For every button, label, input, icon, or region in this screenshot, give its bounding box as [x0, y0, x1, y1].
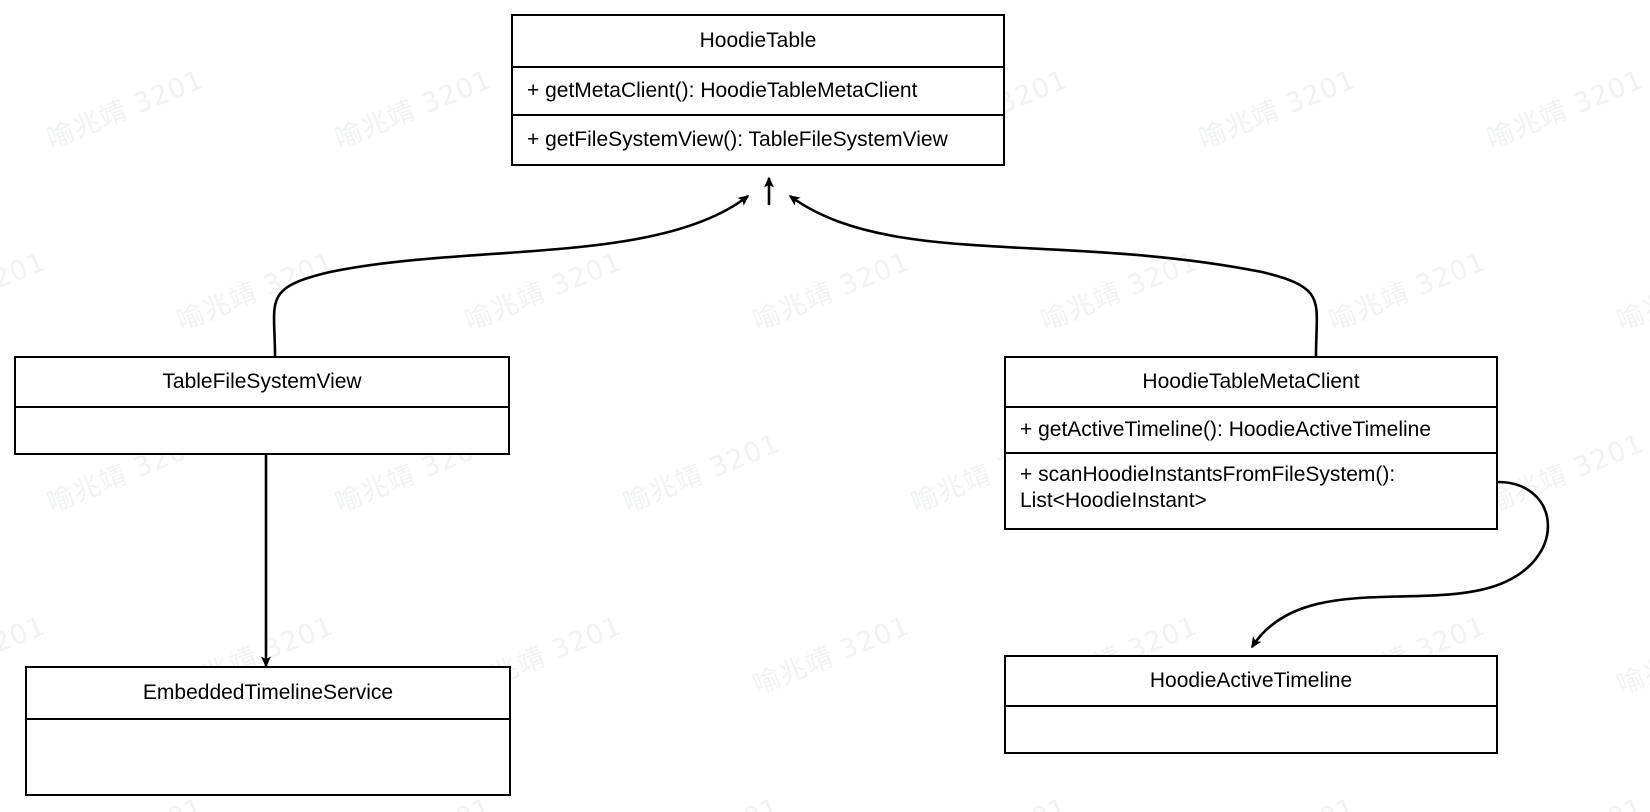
class-name-table-file-system-view: TableFileSystemView [16, 358, 508, 408]
watermark-text: 喻兆靖 3201 [748, 246, 915, 338]
watermark-text: 喻兆靖 3201 [1324, 246, 1491, 338]
class-box-embedded-timeline-service[interactable]: EmbeddedTimelineService [25, 666, 511, 796]
class-name-hoodie-table: HoodieTable [513, 16, 1003, 68]
watermark-text: 喻兆靖 3201 [460, 246, 627, 338]
class-name-hoodie-active-timeline: HoodieActiveTimeline [1006, 657, 1496, 707]
watermark-text: 喻兆靖 3201 [1036, 246, 1203, 338]
class-name-embedded-timeline-service: EmbeddedTimelineService [27, 668, 509, 720]
watermark-text: 喻兆靖 3201 [1192, 786, 1361, 812]
watermark-text: 喻兆靖 3201 [616, 786, 785, 812]
class-method-hoodie-table-0: + getMetaClient(): HoodieTableMetaClient [513, 68, 1003, 116]
class-name-hoodie-table-meta-client: HoodieTableMetaClient [1006, 358, 1496, 408]
connector-hoodietablemetaclient-to-hoodietable [788, 194, 1319, 357]
watermark-text: 喻兆靖 3201 [1612, 610, 1650, 702]
watermark-text: 喻兆靖 3201 [748, 610, 915, 702]
connector-tablefilesystemview-to-hoodietable [272, 194, 750, 357]
watermark-text: 喻兆靖 3201 [1482, 428, 1649, 520]
class-method-hoodie-table-meta-client-0: + getActiveTimeline(): HoodieActiveTimel… [1006, 408, 1496, 454]
class-compartment-embedded-timeline-service-empty [27, 720, 509, 795]
class-box-hoodie-active-timeline[interactable]: HoodieActiveTimeline [1004, 655, 1498, 754]
watermark-text: 喻兆靖 3201 [172, 246, 339, 338]
watermark-text: 喻兆靖 3201 [0, 246, 51, 337]
watermark-text: 喻兆靖 3201 [1194, 64, 1361, 156]
watermark-text: 喻兆靖 3201 [1482, 64, 1649, 156]
class-box-hoodie-table[interactable]: HoodieTable + getMetaClient(): HoodieTab… [511, 14, 1005, 166]
watermark-text: 喻兆靖 3201 [904, 786, 1073, 812]
class-box-hoodie-table-meta-client[interactable]: HoodieTableMetaClient + getActiveTimelin… [1004, 356, 1498, 530]
class-method-hoodie-table-1: + getFileSystemView(): TableFileSystemVi… [527, 127, 948, 151]
watermark-text: 喻兆靖 3201 [42, 64, 209, 156]
watermark-text: 喻兆靖 3201 [1480, 786, 1649, 812]
class-compartment-table-file-system-view-empty [16, 408, 508, 452]
watermark-text: 喻兆靖 3201 [330, 64, 497, 156]
class-compartment-hoodie-active-timeline-empty [1006, 707, 1496, 751]
watermark-text: 喻兆靖 3201 [618, 428, 785, 520]
class-method-hoodie-table-meta-client-1: + scanHoodieInstantsFromFileSystem(): Li… [1020, 463, 1396, 513]
class-box-table-file-system-view[interactable]: TableFileSystemView [14, 356, 510, 455]
watermark-text: 喻兆靖 3201 [1612, 246, 1650, 338]
